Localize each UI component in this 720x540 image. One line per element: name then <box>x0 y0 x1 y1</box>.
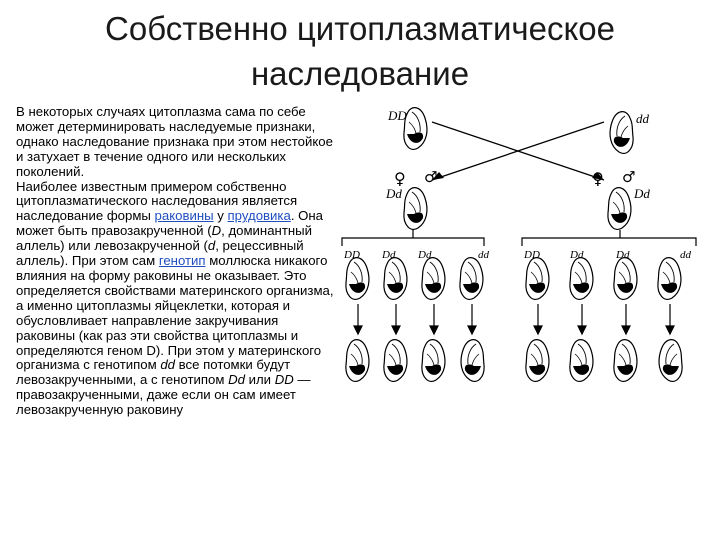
allele-d: d <box>207 238 216 254</box>
genotype-dd: dd <box>160 357 176 373</box>
male-symbol: ♂ <box>622 168 635 186</box>
link-pond-snail[interactable]: прудовика <box>227 208 291 224</box>
snail-icon <box>345 256 370 301</box>
female-symbol: ♀ <box>592 169 604 188</box>
snail-icon <box>525 256 550 301</box>
text-span: Наиболее известным примером собственно ц… <box>16 178 298 224</box>
genotype-Dd: Dd <box>228 372 245 388</box>
allele-D: D <box>211 223 222 239</box>
male-symbol: ♂ <box>424 168 437 186</box>
female-symbol: ♀ <box>394 169 406 188</box>
link-shell[interactable]: раковины <box>154 208 214 224</box>
genotype-f1-left: Dd <box>385 186 402 201</box>
text-span: , доминантный аллель) или левозакрученно… <box>16 223 312 254</box>
text-span: у <box>213 208 228 224</box>
snail-icon <box>657 256 682 301</box>
snail-icon <box>525 338 550 383</box>
text-span: все потомки будут левозакрученными, а с … <box>16 357 291 388</box>
f2-genotype: dd <box>478 249 490 261</box>
snail-icon <box>459 256 484 301</box>
snail-icon <box>607 186 632 231</box>
snail-icon <box>659 340 682 382</box>
text-span: — правозакрученными, даже если он сам им… <box>16 372 311 418</box>
genotype-parent-right: dd <box>636 111 650 126</box>
snail-icon <box>569 338 594 383</box>
genotype-parent-left: DD <box>387 108 407 123</box>
snail-icon <box>403 106 428 151</box>
snail-icon <box>610 112 633 154</box>
paragraph-1: В некоторых случаях цитоплазма сама по с… <box>16 104 333 179</box>
text-span: моллюска никакого влияния на форму раков… <box>16 253 334 373</box>
genotype-f1-right: Dd <box>633 186 650 201</box>
slide-title: Собственно цитоплазматическое наследован… <box>0 6 720 96</box>
arrow-head <box>432 172 444 180</box>
title-line-2: наследование <box>250 55 470 92</box>
snail-icon <box>461 340 484 382</box>
snail-icon <box>613 338 638 383</box>
inheritance-diagram: P F₁ F₂ F₃ DD dd ♀ ♂ ♀ ♂ Dd Dd DD Dd Dd … <box>341 106 697 383</box>
title-line-1: Собственно цитоплазматическое <box>105 10 615 47</box>
arrow-head <box>592 172 604 180</box>
genotype-DD: DD <box>274 372 294 388</box>
snail-icon <box>421 256 446 301</box>
snail-icon <box>613 256 638 301</box>
snail-icon <box>569 256 594 301</box>
bracket-right <box>521 230 697 246</box>
snail-icon <box>345 338 370 383</box>
f2-genotype: Dd <box>417 249 432 261</box>
body-text: В некоторых случаях цитоплазма сама по с… <box>16 104 338 419</box>
link-genotype[interactable]: генотип <box>158 253 206 269</box>
snail-icon <box>383 338 408 383</box>
cross-line <box>431 121 605 181</box>
snail-icon <box>421 338 446 383</box>
text-span: . Она может быть правозакрученной ( <box>16 208 324 239</box>
snail-icon <box>403 186 428 231</box>
text-span: или <box>244 372 275 388</box>
f2-genotype: dd <box>680 249 692 261</box>
snail-icon <box>383 256 408 301</box>
arrows-down <box>353 304 675 336</box>
bracket-left <box>341 230 485 246</box>
paragraph-2: Наиболее известным примером собственно ц… <box>16 178 338 419</box>
text-span: , рецессивный аллель). При этом сам <box>16 238 304 269</box>
